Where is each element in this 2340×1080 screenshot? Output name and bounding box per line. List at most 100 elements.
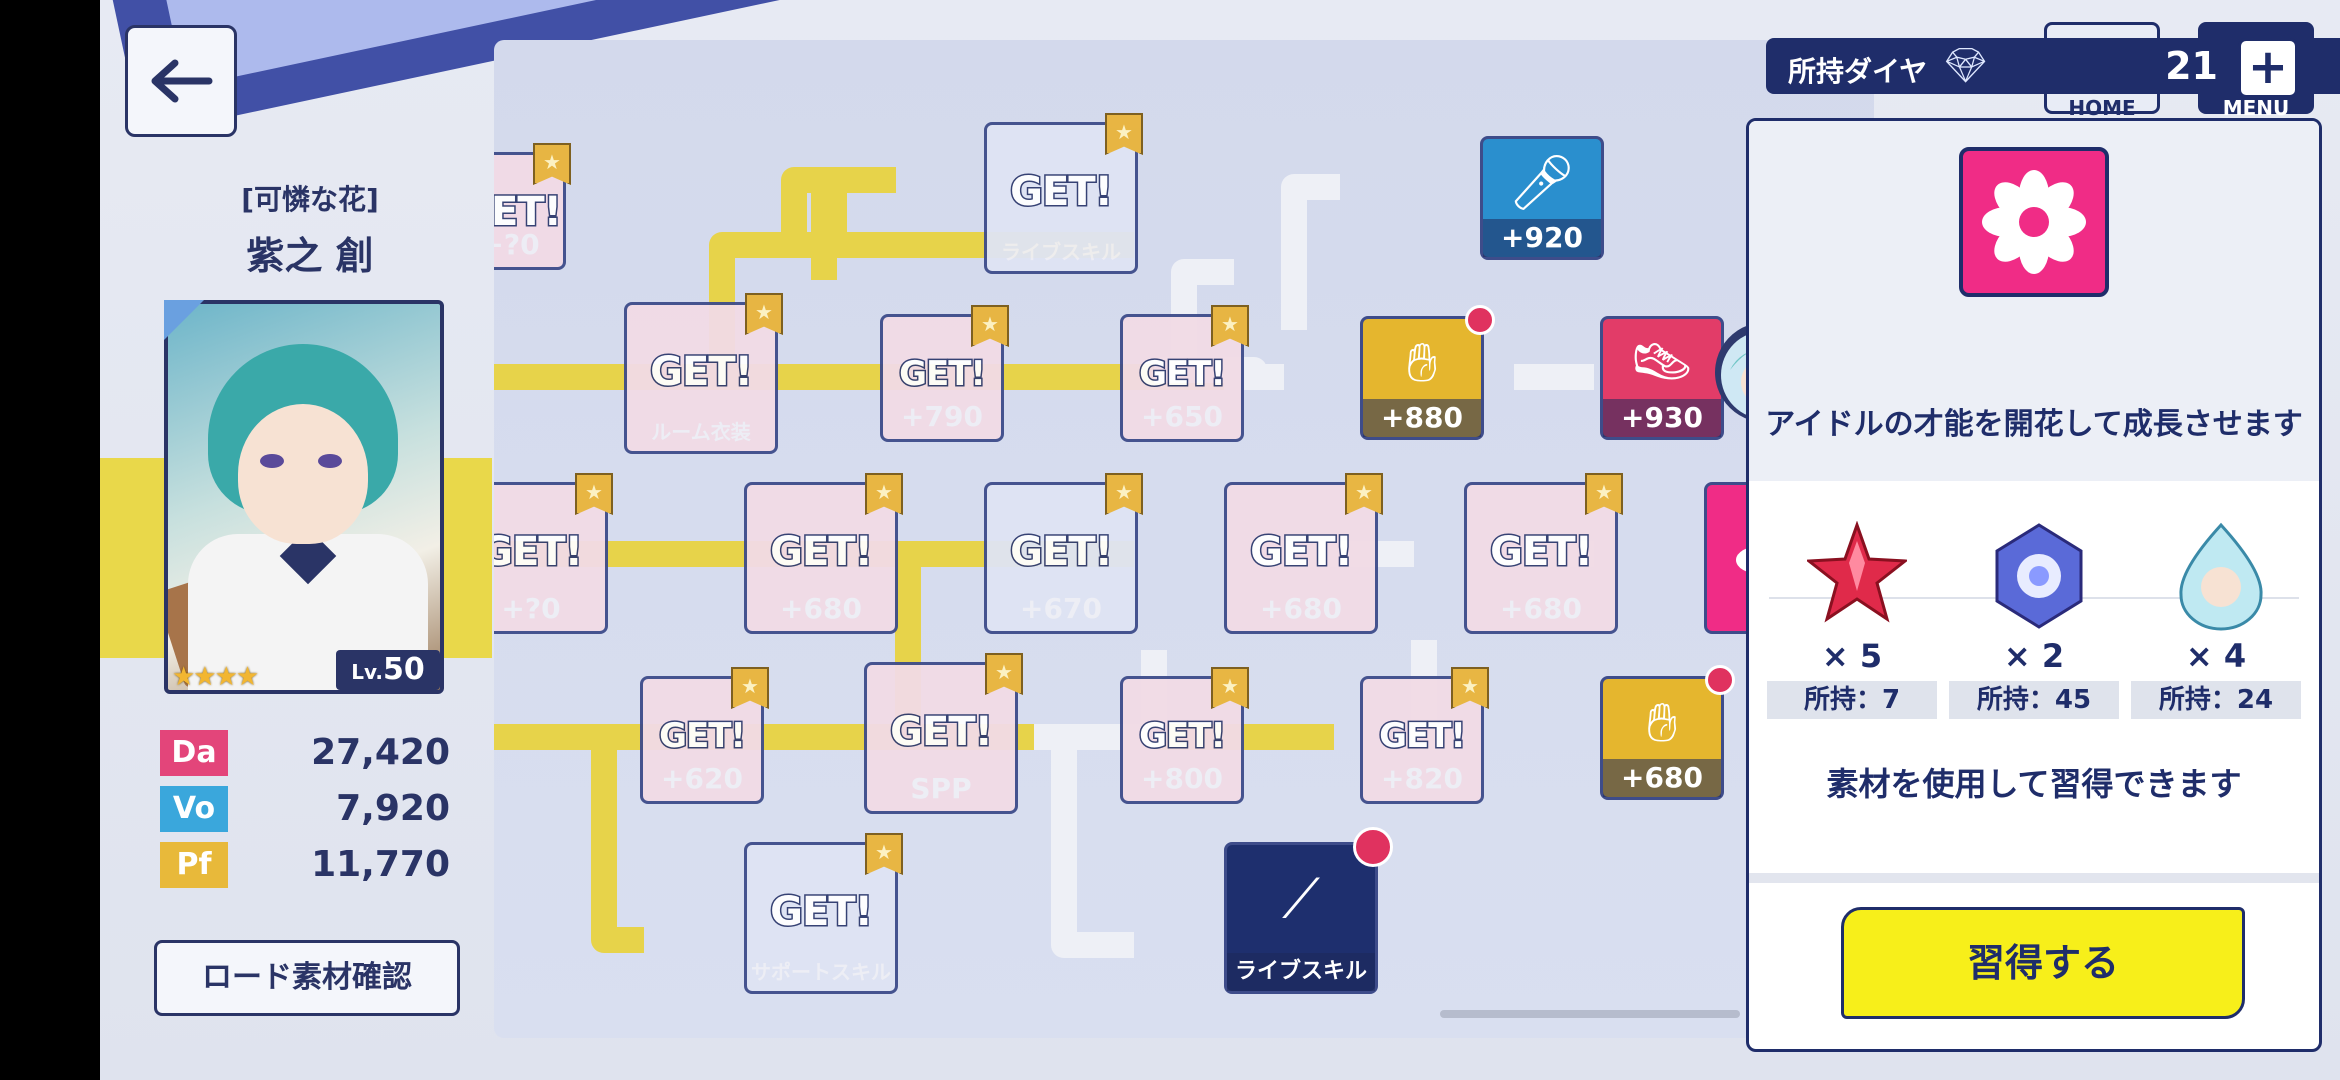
- get-label: GET!: [1138, 352, 1228, 395]
- stat-value: 27,420: [311, 732, 450, 773]
- road-node-unlocked[interactable]: GET! +?0 ★: [494, 473, 613, 634]
- game-screen: [可憐な花] 紫之 創 ★★★★ Lv.50 Da 27,420 Vo 7,92…: [100, 0, 2340, 1080]
- stat-value: 7,920: [336, 788, 450, 829]
- road-path-locked: [1051, 737, 1134, 958]
- get-label: GET!: [769, 527, 875, 576]
- material-quantity: × 5: [1821, 637, 1883, 675]
- clap-icon: ✋︎: [1406, 331, 1438, 394]
- node-reward: +680: [1260, 592, 1342, 625]
- character-name: 紫之 創: [246, 234, 374, 278]
- road-node-unlocked[interactable]: GET! ルーム衣装 ★: [624, 293, 783, 454]
- stat-row-da: Da 27,420: [160, 730, 450, 776]
- character-drop-icon: [2179, 522, 2263, 631]
- road-node-unlocked[interactable]: GET! SPP ★: [864, 653, 1023, 814]
- road-node-performance[interactable]: ✋︎ +680: [1600, 665, 1735, 800]
- star-ribbon-icon: ★: [1345, 473, 1383, 515]
- node-value: +930: [1603, 399, 1721, 437]
- node-description: アイドルの才能を開花して成長させます: [1765, 407, 2303, 442]
- microphone-icon: 🎤︎: [1507, 151, 1577, 214]
- idol-road-board[interactable]: GET! +?0 ★ GET! ライブスキル ★ GET! ルーム衣装 ★ GE…: [494, 40, 1874, 1038]
- diamond-count: 21: [2165, 44, 2218, 88]
- learn-note: 素材を使用して習得できます: [1826, 765, 2242, 803]
- clap-icon: ✋︎: [1646, 691, 1678, 754]
- star-ribbon-icon: ★: [865, 833, 903, 875]
- material-owned: 所持：45: [1949, 681, 2119, 719]
- road-node-unlocked[interactable]: GET! +800 ★: [1120, 667, 1249, 804]
- get-label: GET!: [889, 707, 995, 756]
- road-node-current[interactable]: GET! +680 ★: [1464, 473, 1623, 634]
- face-art: [238, 404, 368, 544]
- material-item: × 5 所持：7: [1767, 521, 1937, 721]
- star-ribbon-icon: ★: [971, 305, 1009, 347]
- level-prefix: Lv.: [351, 660, 383, 684]
- material-item: × 4 所持：24: [2131, 521, 2301, 721]
- get-label: GET!: [1009, 527, 1115, 576]
- back-button[interactable]: [125, 25, 237, 137]
- card-title: [可憐な花]: [241, 183, 379, 216]
- road-materials-button[interactable]: ロード素材確認: [154, 940, 460, 1016]
- road-node-vocal[interactable]: 🎤︎ +920: [1480, 136, 1604, 260]
- node-reward: +650: [1141, 400, 1223, 433]
- node-reward: +680: [1500, 592, 1582, 625]
- rarity-stars: ★★★★: [172, 662, 259, 692]
- stat-label: Vo: [160, 786, 228, 832]
- road-node-unlocked[interactable]: GET! +650 ★: [1120, 305, 1249, 442]
- road-node-unlocked[interactable]: GET! +670 ★: [984, 473, 1143, 634]
- get-label: GET!: [494, 187, 563, 236]
- card-level: Lv.50: [336, 650, 440, 690]
- get-label: GET!: [1489, 527, 1595, 576]
- get-label: GET!: [494, 527, 584, 576]
- get-label: GET!: [1249, 527, 1355, 576]
- material-quantity: × 4: [2185, 637, 2247, 675]
- road-node-unlocked[interactable]: GET! ライブスキル ★: [984, 113, 1143, 274]
- road-node-unlocked[interactable]: GET! +680 ★: [1224, 473, 1383, 634]
- get-label: GET!: [1378, 714, 1468, 757]
- card-illustration[interactable]: [164, 300, 444, 694]
- road-node-unlocked[interactable]: GET! +?0 ★: [494, 143, 571, 270]
- node-reward: サポートスキル: [751, 960, 891, 984]
- node-reward: +790: [901, 400, 983, 433]
- bloom-flower-icon: [1982, 170, 2086, 274]
- node-reward: +820: [1381, 762, 1463, 795]
- stat-label: Pf: [160, 842, 228, 888]
- eye-art: [318, 454, 342, 468]
- home-label: HOME: [2068, 96, 2136, 120]
- learn-button[interactable]: 習得する: [1841, 907, 2245, 1019]
- road-node-performance[interactable]: ✋︎ +880: [1360, 305, 1495, 440]
- node-value: +880: [1363, 399, 1481, 437]
- diamond-icon: 💎︎: [1944, 46, 1988, 86]
- material-owned: 所持：24: [2131, 681, 2301, 719]
- node-reward: +670: [1020, 592, 1102, 625]
- road-path: [811, 167, 896, 280]
- material-owned: 所持：7: [1767, 681, 1937, 719]
- node-reward: SPP: [910, 772, 972, 805]
- road-node-unlocked[interactable]: GET! +680 ★: [744, 473, 903, 634]
- star-ribbon-icon: ★: [985, 653, 1023, 695]
- blue-gem-icon: [1995, 523, 2083, 629]
- star-ribbon-icon: ★: [745, 293, 783, 335]
- new-indicator-dot: [1465, 305, 1495, 335]
- road-node-live-skill[interactable]: ⟋ ライブスキル: [1224, 827, 1393, 994]
- glowstick-icon: ⟋: [1282, 867, 1320, 930]
- stat-row-vo: Vo 7,920: [160, 786, 450, 832]
- red-star-gem-icon: [1807, 521, 1907, 623]
- road-node-unlocked[interactable]: GET! +620 ★: [640, 667, 769, 804]
- road-node-unlocked[interactable]: GET! +820 ★: [1360, 667, 1489, 804]
- board-scrollbar[interactable]: [1440, 1010, 1740, 1018]
- stat-value: 11,770: [311, 844, 450, 885]
- get-label: GET!: [898, 352, 988, 395]
- road-node-dance[interactable]: 👟︎ +930: [1600, 316, 1724, 440]
- sneaker-icon: 👟︎: [1627, 331, 1697, 394]
- bloom-node-icon: [1959, 147, 2109, 297]
- road-node-unlocked[interactable]: GET! +790 ★: [880, 305, 1009, 442]
- star-ribbon-icon: ★: [575, 473, 613, 515]
- star-ribbon-icon: ★: [1211, 667, 1249, 709]
- node-reward: +?0: [501, 592, 561, 625]
- stat-label: Da: [160, 730, 228, 776]
- get-label: GET!: [769, 887, 875, 936]
- star-ribbon-icon: ★: [1105, 473, 1143, 515]
- road-node-unlocked[interactable]: GET! サポートスキル ★: [744, 833, 903, 994]
- new-indicator-dot: [1353, 827, 1393, 867]
- add-diamonds-button[interactable]: +: [2238, 38, 2298, 98]
- new-indicator-dot: [1705, 665, 1735, 695]
